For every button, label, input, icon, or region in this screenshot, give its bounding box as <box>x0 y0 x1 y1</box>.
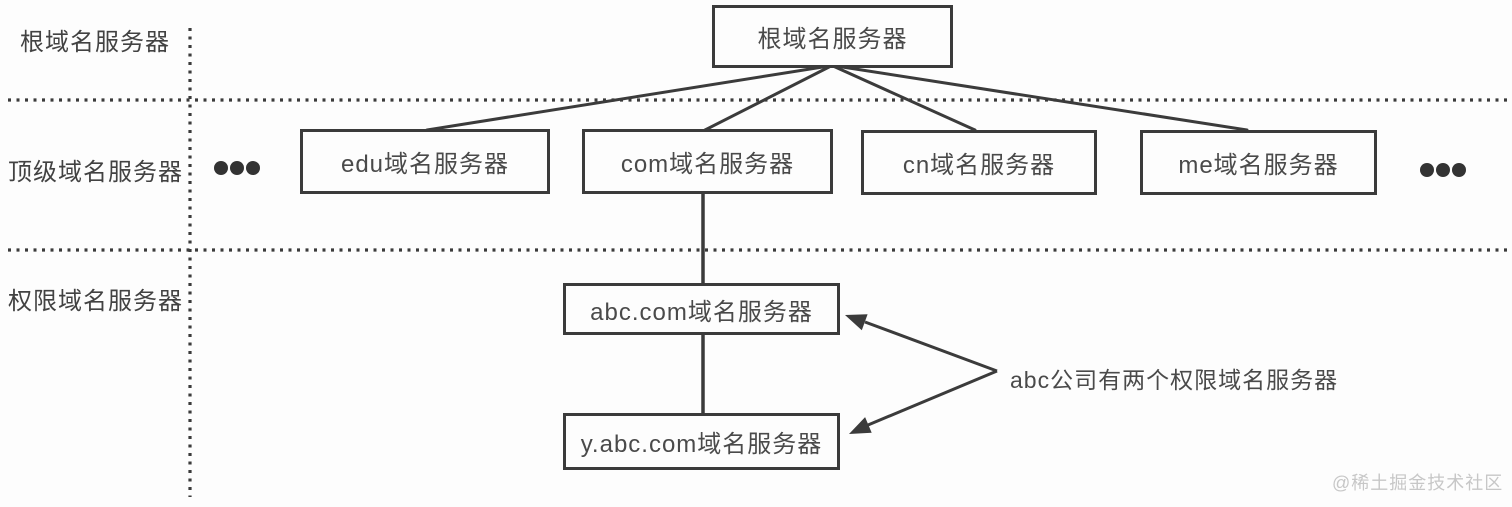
annotation-text: abc公司有两个权限域名服务器 <box>1010 367 1339 393</box>
tier-label-tld: 顶级域名服务器 <box>8 159 183 186</box>
root-to-tld-links <box>425 64 1249 132</box>
watermark-text: @稀土掘金技术社区 <box>1332 473 1504 493</box>
node-abc-com-server: abc.com域名服务器 <box>563 283 840 335</box>
node-com-server: com域名服务器 <box>582 129 833 194</box>
link-root-cn <box>831 64 977 132</box>
arrow-line-lower <box>867 369 998 427</box>
node-cn-server: cn域名服务器 <box>861 130 1097 195</box>
link-root-com <box>703 64 833 132</box>
node-root-server: 根域名服务器 <box>712 5 953 68</box>
arrowhead-upper-icon <box>845 314 868 331</box>
arrowhead-lower-icon <box>849 417 872 434</box>
link-root-edu <box>425 64 831 132</box>
tier-label-root: 根域名服务器 <box>20 29 170 56</box>
annotation-arrows <box>845 314 998 434</box>
node-me-server: me域名服务器 <box>1140 130 1377 195</box>
ellipsis-right-icon <box>1420 163 1466 177</box>
arrow-line-upper <box>864 320 998 373</box>
ellipsis-left-icon <box>214 161 260 175</box>
link-root-me <box>834 64 1249 132</box>
tier-label-authoritative: 权限域名服务器 <box>8 288 183 315</box>
node-y-abc-com-server: y.abc.com域名服务器 <box>563 413 840 470</box>
node-edu-server: edu域名服务器 <box>300 129 550 194</box>
